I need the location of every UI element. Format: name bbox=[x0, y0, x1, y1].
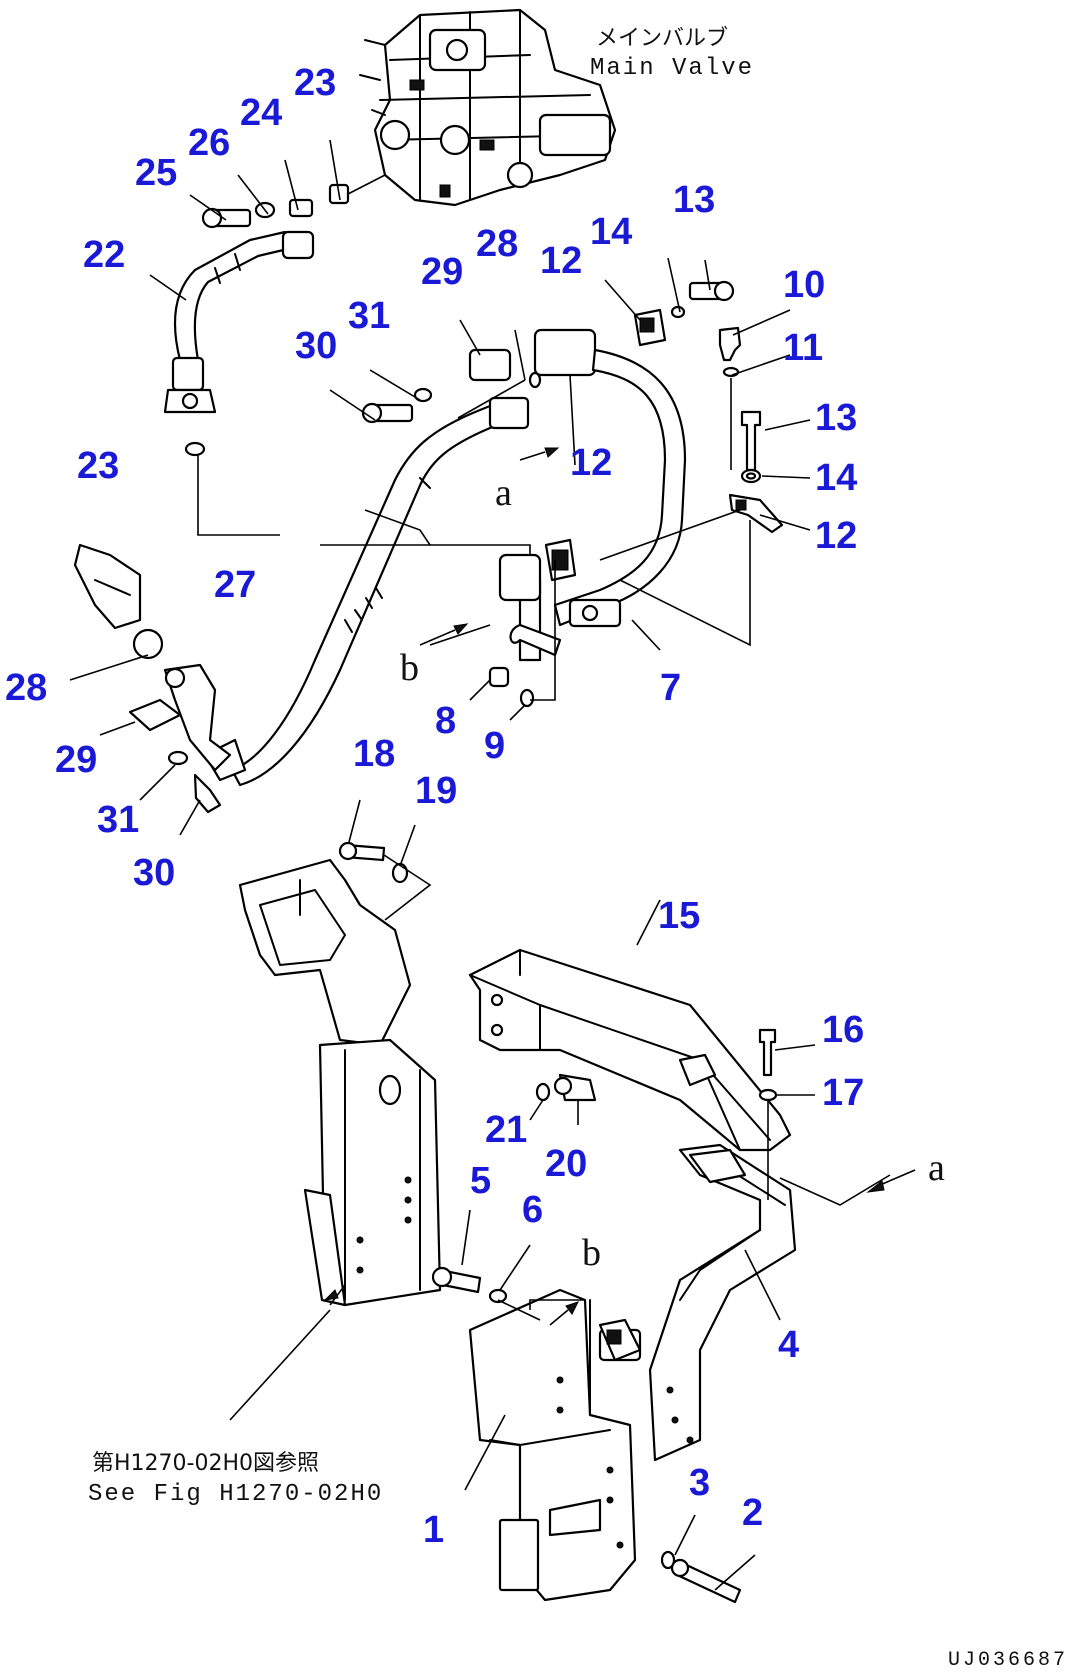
reference-text-en: See Fig H1270-02H0 bbox=[88, 1481, 383, 1508]
callout-5: 5 bbox=[470, 1160, 491, 1202]
reference-text-jp: 第H1270-02H0図参照 bbox=[92, 1451, 319, 1476]
callout-18: 18 bbox=[353, 733, 395, 775]
callout-23-left: 23 bbox=[77, 445, 119, 487]
callout-12-right: 12 bbox=[815, 515, 857, 557]
bracket-1 bbox=[468, 1288, 642, 1602]
callout-26: 26 bbox=[188, 122, 230, 164]
hose-22 bbox=[163, 230, 315, 414]
mount-bracket-left bbox=[238, 858, 442, 1307]
callout-30-top: 30 bbox=[295, 325, 337, 367]
small-hardware-upper bbox=[488, 280, 762, 708]
callout-29-left: 29 bbox=[55, 739, 97, 781]
callout-2: 2 bbox=[742, 1492, 763, 1534]
leader-lines bbox=[69, 139, 891, 1591]
upper-clamp-29 bbox=[361, 348, 542, 424]
callout-23-top: 23 bbox=[294, 62, 336, 104]
callout-16: 16 bbox=[822, 1009, 864, 1051]
callout-3: 3 bbox=[689, 1462, 710, 1504]
part-callouts: 1 2 3 4 5 6 7 8 9 10 11 12 12 12 13 13 1… bbox=[5, 62, 864, 1551]
callout-29-top: 29 bbox=[421, 251, 463, 293]
callout-14-right: 14 bbox=[815, 457, 857, 499]
callout-13-right: 13 bbox=[815, 397, 857, 439]
drawing-code: UJ036687 bbox=[948, 1649, 1068, 1672]
frame-4 bbox=[648, 1143, 797, 1462]
callout-31-top: 31 bbox=[348, 295, 390, 337]
callout-13-top: 13 bbox=[673, 179, 715, 221]
callout-30-left: 30 bbox=[133, 852, 175, 894]
callout-12-mid: 12 bbox=[570, 442, 612, 484]
main-valve-label-en: Main Valve bbox=[590, 55, 754, 82]
callout-8: 8 bbox=[435, 700, 456, 742]
callout-11: 11 bbox=[783, 327, 823, 369]
main-valve bbox=[359, 8, 617, 207]
view-label-b-upper: b bbox=[400, 647, 419, 689]
callout-4: 4 bbox=[778, 1324, 799, 1366]
tube-7 bbox=[498, 308, 784, 662]
callout-10: 10 bbox=[783, 264, 825, 306]
callout-9: 9 bbox=[484, 725, 505, 767]
callout-17: 17 bbox=[822, 1072, 864, 1114]
view-label-b-lower: b bbox=[582, 1232, 601, 1274]
lower-end-fittings bbox=[73, 543, 232, 814]
small-hardware-lower bbox=[338, 841, 778, 1604]
view-label-a-lower: a bbox=[928, 1147, 945, 1189]
callout-20: 20 bbox=[545, 1143, 587, 1185]
view-label-a-upper: a bbox=[495, 472, 512, 514]
callout-22: 22 bbox=[83, 234, 125, 276]
view-arrows bbox=[323, 447, 916, 1326]
bracket-15 bbox=[468, 948, 792, 1152]
main-valve-label-jp: メインバルブ bbox=[596, 26, 728, 51]
callout-25: 25 bbox=[135, 152, 177, 194]
callout-1: 1 bbox=[423, 1509, 444, 1551]
fittings-23-26 bbox=[184, 174, 386, 457]
callout-28-top: 28 bbox=[476, 223, 518, 265]
callout-31-left: 31 bbox=[97, 799, 139, 841]
callout-28-left: 28 bbox=[5, 667, 47, 709]
callout-14-top: 14 bbox=[590, 211, 632, 253]
callout-12-top: 12 bbox=[540, 240, 582, 282]
callout-19: 19 bbox=[415, 770, 457, 812]
callout-24: 24 bbox=[240, 92, 282, 134]
hose-27 bbox=[203, 396, 530, 787]
callout-15: 15 bbox=[658, 895, 700, 937]
callout-27: 27 bbox=[214, 564, 256, 606]
callout-6: 6 bbox=[522, 1189, 543, 1231]
callout-7: 7 bbox=[660, 667, 681, 709]
callout-21: 21 bbox=[485, 1109, 527, 1151]
